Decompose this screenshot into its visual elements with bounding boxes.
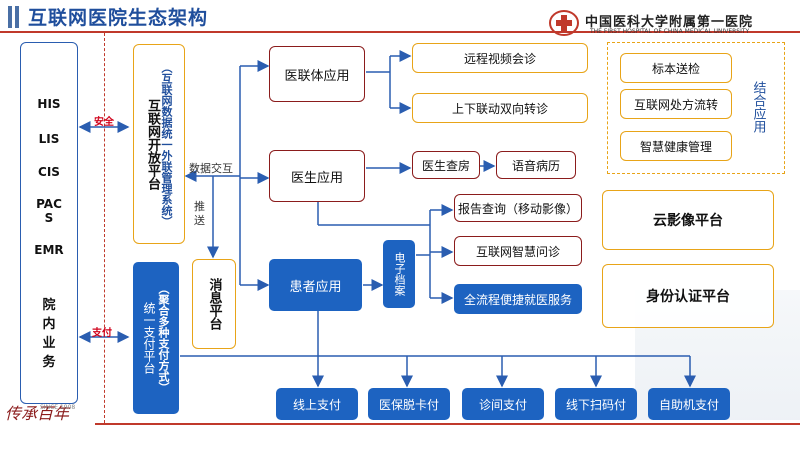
open-platform-title: 互联网开放平台 [145, 98, 160, 190]
voice-record-service: 语音病历 [496, 151, 576, 179]
patient-app: 患者应用 [269, 259, 362, 311]
referral-service: 上下联动双向转诊 [412, 93, 588, 123]
pay-platform-box: 统一支付平台 （聚合多种支付方式） [133, 262, 179, 414]
data-exchange-label: 数据交互 [189, 162, 233, 175]
page-title: 互联网医院生态架构 [28, 7, 209, 29]
title-bar-icon [8, 6, 12, 28]
identity-platform: 身份认证平台 [602, 264, 774, 328]
doctor-app: 医生应用 [269, 150, 365, 202]
health-management: 智慧健康管理 [620, 131, 732, 161]
internal-business-label: 院 内 业 务 [42, 298, 56, 370]
online-consult-service: 互联网智慧问诊 [454, 236, 582, 266]
ward-round-service: 医生查房 [412, 151, 480, 179]
full-process-service: 全流程便捷就医服务 [454, 284, 582, 314]
hospital-name-cn: 中国医科大学附属第一医院 [585, 15, 754, 30]
payment-online: 线上支付 [276, 388, 358, 420]
prescription-flow: 互联网处方流转 [620, 89, 732, 119]
remote-video-service: 远程视频会诊 [412, 43, 588, 73]
push-label: 推 送 [194, 200, 205, 227]
pay-platform-subtitle: （聚合多种支付方式） [157, 283, 170, 393]
pay-platform-title: 统一支付平台 [142, 302, 156, 374]
system-emr: EMR [34, 243, 64, 257]
footer-divider [95, 423, 800, 425]
internal-systems-box [20, 42, 78, 404]
open-platform-box: 互联网开放平台 （互联网数据统一外联管理系统） [133, 44, 185, 244]
report-query-service: 报告查询（移动影像） [454, 194, 582, 222]
message-platform-label: 消息平台 [206, 278, 222, 330]
medical-union-app: 医联体应用 [269, 46, 365, 102]
title-bar-icon [15, 6, 19, 28]
header-divider [0, 31, 800, 33]
open-platform-subtitle: （互联网数据统一外联管理系统） [160, 61, 173, 227]
signature-logo: 传承百年 [5, 404, 70, 423]
message-platform-box: 消息平台 [192, 259, 236, 349]
security-label: 安全 [94, 117, 114, 128]
hospital-logo-icon [549, 10, 579, 36]
specimen-delivery: 标本送检 [620, 53, 732, 83]
system-lis: LIS [38, 132, 60, 146]
combined-app-box [607, 42, 785, 174]
payment-label: 支付 [92, 328, 112, 339]
hospital-name-en: THE FIRST HOSPITAL OF CHINA MEDICAL UNIV… [590, 28, 750, 35]
payment-offline-scan: 线下扫码付 [555, 388, 637, 420]
system-his: HIS [37, 97, 61, 111]
payment-insurance-card: 医保脱卡付 [368, 388, 450, 420]
combined-app-label: 结合应用 [750, 81, 766, 133]
ehr-label: 电子档案 [393, 252, 406, 296]
cloud-image-platform: 云影像平台 [602, 190, 774, 250]
boundary-divider [104, 33, 105, 423]
system-pacs: PAC S [36, 197, 62, 225]
system-cis: CIS [38, 165, 60, 179]
combined-app-label-wrap: 结合应用 [746, 52, 770, 162]
since-label: SINCE 1908 [40, 404, 76, 411]
payment-clinic: 诊间支付 [462, 388, 544, 420]
ehr-box: 电子档案 [383, 240, 415, 308]
payment-self-service: 自助机支付 [648, 388, 730, 420]
